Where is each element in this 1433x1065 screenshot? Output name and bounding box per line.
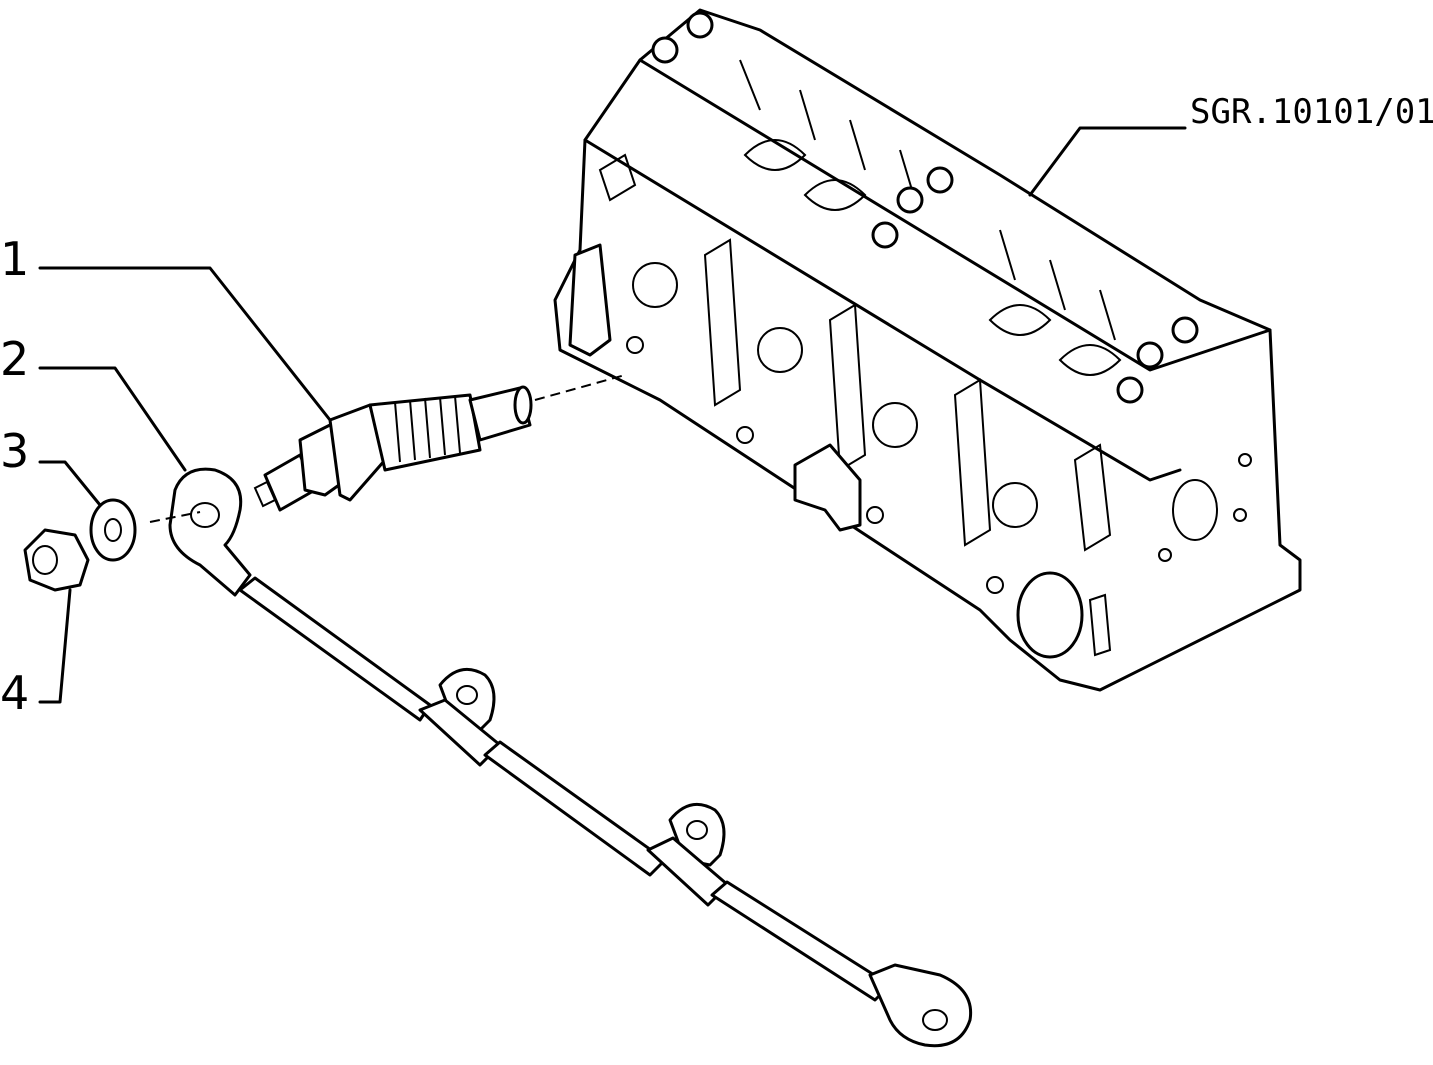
callout-1: 1 xyxy=(0,232,30,286)
leader-line-2 xyxy=(38,366,187,472)
leader-line-4 xyxy=(38,588,72,704)
leader-line-ref xyxy=(1028,126,1187,197)
cylinder-head xyxy=(553,8,1302,692)
callout-4: 4 xyxy=(0,666,30,720)
callout-2: 2 xyxy=(0,332,30,386)
leader-line-1 xyxy=(38,266,332,422)
leader-line-3 xyxy=(38,460,102,507)
hex-nut xyxy=(23,528,90,592)
glow-plug xyxy=(253,385,533,512)
callout-3: 3 xyxy=(0,424,30,478)
glow-plug-cable xyxy=(168,467,973,1048)
washer xyxy=(89,498,137,562)
drawing-reference-code: SGR.10101/01 xyxy=(1190,92,1433,132)
